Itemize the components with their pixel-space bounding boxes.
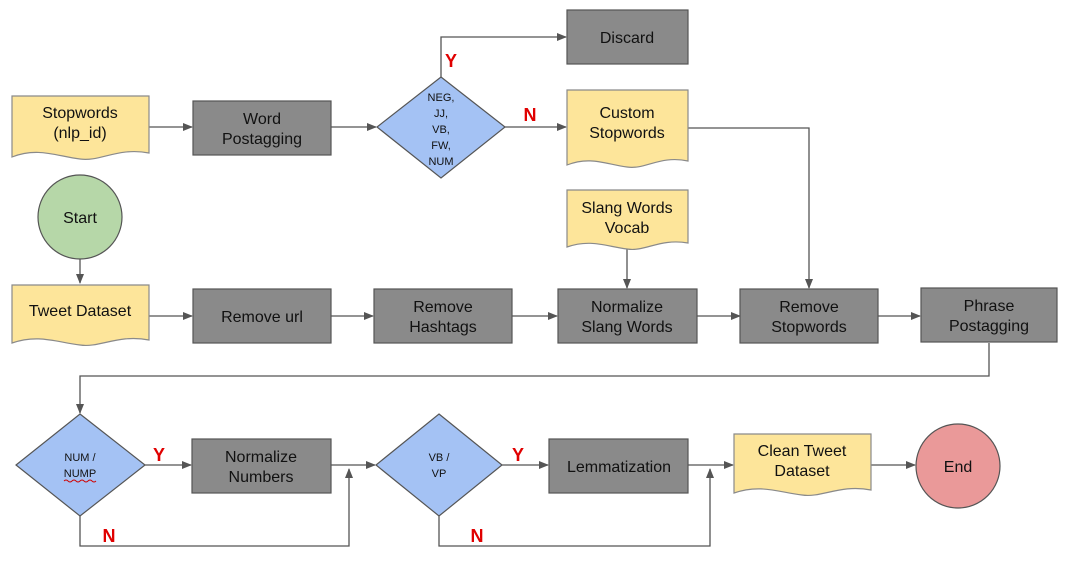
discard-label: Discard [600,30,654,47]
decision-pos-line2: JJ, [434,108,448,120]
node-decision-pos: NEG, JJ, VB, FW, NUM [376,76,506,179]
edge-decision-vb-no-bypass [438,468,714,547]
phrase-postagging-line1: Phrase [964,298,1015,315]
remove-hashtags-line2: Hashtags [409,319,477,336]
word-postagging-line2: Postagging [222,131,302,148]
node-remove-url: Remove url [192,288,332,344]
slang-vocab-line1: Slang Words [581,200,672,217]
decision-pos-line4: FW, [431,140,451,152]
node-word-postagging: Word Postagging [192,100,332,156]
decision-vb-line2: VP [432,468,447,480]
decision-num-line1: NUM / [64,452,96,464]
node-slang-vocab: Slang Words Vocab [566,189,689,251]
edge-decision-yes-to-discard [440,33,567,77]
normalize-slang-line1: Normalize [591,299,663,316]
node-normalize-slang: Normalize Slang Words [557,288,698,344]
node-normalize-numbers: Normalize Numbers [191,438,332,494]
label-vb-no: N [471,526,484,546]
node-end: End [915,423,1001,509]
node-remove-stopwords: Remove Stopwords [739,288,879,344]
edge-custom-stopwords-to-remove-stopwords [688,127,813,289]
decision-pos-line1: NEG, [428,92,455,104]
stopwords-label-line2: (nlp_id) [53,125,106,142]
stopwords-label-line1: Stopwords [42,105,118,122]
normalize-numbers-line2: Numbers [229,469,294,486]
remove-stopwords-line1: Remove [779,299,839,316]
node-phrase-postagging: Phrase Postagging [920,287,1058,343]
custom-stopwords-line1: Custom [599,105,654,122]
node-decision-num: NUM / NUMP [15,413,146,517]
normalize-numbers-line1: Normalize [225,449,297,466]
slang-vocab-line2: Vocab [605,220,650,237]
spellcheck-squiggle [63,479,97,483]
remove-hashtags-line1: Remove [413,299,473,316]
start-label: Start [63,210,97,227]
decision-pos-line3: VB, [432,124,450,136]
node-stopwords-nlp-id: Stopwords (nlp_id) [11,95,150,160]
node-decision-vb: VB / VP [375,413,503,517]
decision-vb-line1: VB / [429,452,451,464]
normalize-slang-line2: Slang Words [581,319,672,336]
clean-tweet-line2: Dataset [774,463,830,480]
node-remove-hashtags: Remove Hashtags [373,288,513,344]
remove-stopwords-line2: Stopwords [771,319,847,336]
lemmatization-label: Lemmatization [567,459,671,476]
custom-stopwords-line2: Stopwords [589,125,665,142]
label-pos-no: N [524,105,537,125]
label-num-yes: Y [153,445,165,465]
label-vb-yes: Y [512,445,524,465]
node-discard: Discard [566,9,689,65]
node-custom-stopwords: Custom Stopwords [566,89,689,168]
node-lemmatization: Lemmatization [548,438,689,494]
word-postagging-line1: Word [243,111,281,128]
decision-num-line2: NUMP [64,468,96,480]
tweet-dataset-label: Tweet Dataset [29,303,132,320]
clean-tweet-line1: Clean Tweet [758,443,847,460]
node-start: Start [37,174,123,260]
label-num-no: N [103,526,116,546]
end-label: End [944,459,972,476]
decision-pos-line5: NUM [428,156,453,168]
edge-phrase-postagging-to-decision-num [76,343,990,414]
remove-url-label: Remove url [221,309,303,326]
edge-decision-num-no-bypass [79,468,353,547]
phrase-postagging-line2: Postagging [949,318,1029,335]
node-tweet-dataset: Tweet Dataset [11,284,150,347]
connectors [76,33,990,547]
node-clean-tweet: Clean Tweet Dataset [733,433,872,497]
label-pos-yes: Y [445,51,457,71]
